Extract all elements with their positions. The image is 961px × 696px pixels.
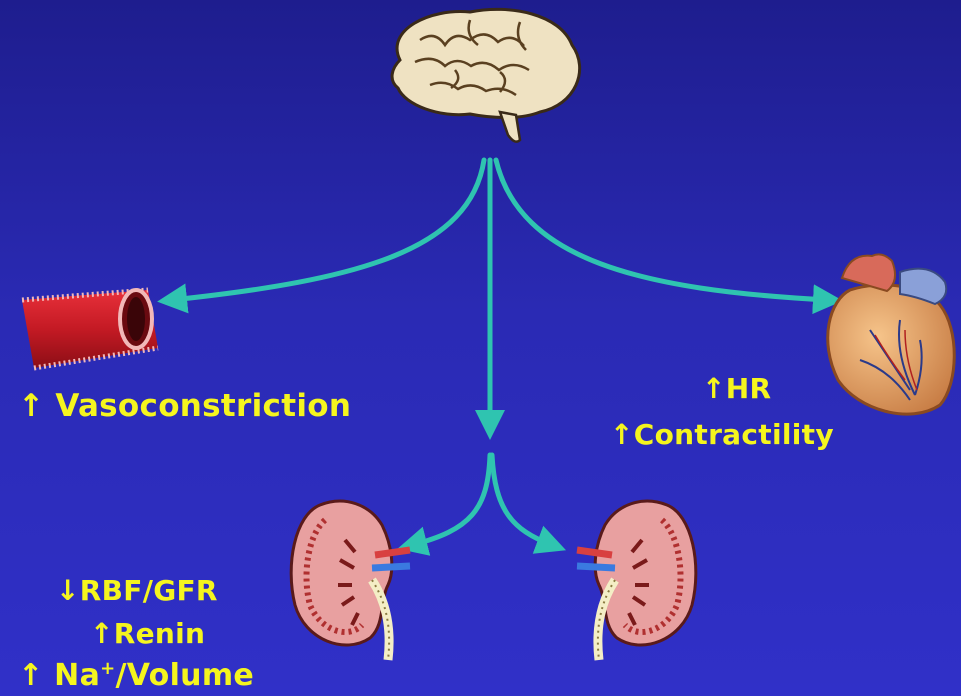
heart-rate-label: ↑HR (702, 372, 771, 405)
sodium-volume-prefix: ↑ Na (18, 658, 100, 693)
sodium-charge: + (100, 658, 115, 679)
arrow-to-vessel (172, 160, 484, 300)
renin-label: ↑Renin (90, 617, 205, 650)
blood-vessel-icon (22, 290, 158, 368)
kidney-icon (577, 501, 696, 660)
contractility-label: ↑Contractility (610, 418, 834, 451)
sodium-volume-label: ↑ Na+/Volume (18, 658, 254, 693)
vasoconstriction-label: ↑ Vasoconstriction (18, 388, 351, 424)
kidney-icon (291, 501, 410, 660)
arrow-to-right-kidney (492, 455, 552, 545)
arrow-to-left-kidney (412, 455, 490, 545)
arrows (172, 160, 828, 545)
arrow-to-heart (496, 160, 828, 300)
heart-icon (828, 254, 955, 414)
brain-icon (392, 9, 580, 141)
rbf-gfr-label: ↓RBF/GFR (56, 574, 218, 607)
sodium-volume-suffix: /Volume (116, 658, 255, 693)
